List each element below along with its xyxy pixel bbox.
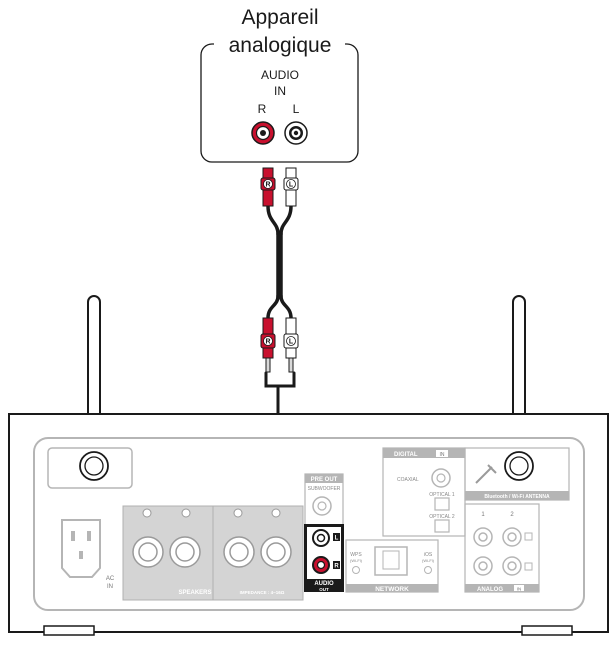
coaxial-label: COAXIAL — [397, 477, 419, 483]
impedance-label: IMPEDANCE : 4~16Ω — [240, 590, 285, 595]
network-section: NETWORK WPS (Wi-Fi) iOS (Wi-Fi) — [345, 539, 439, 593]
ethernet-port — [374, 546, 408, 576]
foot-left — [43, 625, 95, 636]
panel-inset — [33, 437, 585, 611]
antenna-base-left — [47, 447, 133, 489]
ios-label: iOS — [424, 552, 433, 558]
plug-marker-left: L — [289, 182, 294, 189]
digital-label: DIGITAL — [394, 452, 418, 458]
antenna-base-right — [504, 451, 534, 481]
ac-inlet: AC IN — [61, 519, 115, 590]
wps-button — [352, 566, 360, 574]
rca-jack-right — [251, 121, 275, 145]
ac-in-label-line2: IN — [107, 584, 113, 590]
analog-device: Appareil analogique AUDIO IN R L — [200, 6, 359, 163]
plug-pair-lower: R L — [260, 317, 299, 373]
plug-right-upper: R — [260, 167, 276, 207]
audio-in-label-line1: AUDIO — [261, 68, 299, 82]
audio-out-jack-r: R — [334, 564, 339, 570]
analog-label: ANALOG — [477, 587, 503, 593]
plug-right-lower: R — [260, 317, 276, 373]
device-title-line1: Appareil — [241, 6, 318, 29]
subwoofer-label: SUBWOOFER — [308, 486, 341, 492]
bt-antenna-label: Bluetooth / Wi-Fi ANTENNA — [484, 494, 550, 500]
pre-out-label: PRE OUT — [311, 477, 338, 483]
jack-right-label: R — [258, 102, 267, 116]
audio-out-label-line2: OUT — [319, 587, 329, 592]
analog-input-1-label: 1 — [481, 512, 485, 518]
device-box — [200, 43, 359, 163]
rear-panel: AC IN SPEAKERS IMPEDANCE : 4~16Ω PRE O — [8, 413, 609, 636]
digital-badge: IN — [440, 452, 445, 458]
foot-right — [521, 625, 573, 636]
plug-marker-right: R — [265, 182, 270, 189]
ios-sub-label: (Wi-Fi) — [422, 558, 435, 563]
digital-in-section: DIGITAL IN COAXIAL OPTICAL 1 OPTICAL 2 — [382, 447, 466, 537]
plug-left-upper: L — [283, 167, 299, 207]
analog-badge: IN — [517, 587, 522, 592]
device-title-line2: analogique — [229, 34, 332, 57]
audio-out-jacks: L R AUDIO OUT — [304, 524, 344, 592]
speakers-label: SPEAKERS — [178, 590, 211, 596]
rca-jack-left — [284, 121, 308, 145]
bt-antenna-section: Bluetooth / Wi-Fi ANTENNA — [464, 447, 570, 501]
ios-button — [424, 566, 432, 574]
pre-out-section: PRE OUT SUBWOOFER — [304, 473, 344, 527]
plug-marker-right-lower: R — [265, 339, 270, 346]
optical2-label: OPTICAL 2 — [429, 514, 455, 520]
analog-input-2-label: 2 — [510, 512, 514, 518]
plug-marker-left-lower: L — [289, 339, 294, 346]
ac-in-label-line1: AC — [106, 576, 115, 582]
optical1-label: OPTICAL 1 — [429, 492, 455, 498]
audio-in-label-line2: IN — [274, 84, 286, 98]
network-label: NETWORK — [375, 586, 409, 593]
jack-left-label: L — [293, 102, 300, 116]
speaker-terminals: SPEAKERS IMPEDANCE : 4~16Ω — [122, 505, 304, 601]
title-gap — [214, 36, 345, 52]
plug-pair-upper: R L — [260, 167, 299, 207]
analog-in-section: ANALOG IN 1 2 — [464, 503, 540, 593]
audio-out-jack-l: L — [335, 536, 339, 542]
antenna-icon — [475, 464, 497, 484]
plug-left-lower: L — [283, 317, 299, 373]
audio-out-label-line1: AUDIO — [314, 581, 334, 587]
wps-label: WPS — [350, 552, 362, 558]
wps-sub-label: (Wi-Fi) — [350, 558, 363, 563]
